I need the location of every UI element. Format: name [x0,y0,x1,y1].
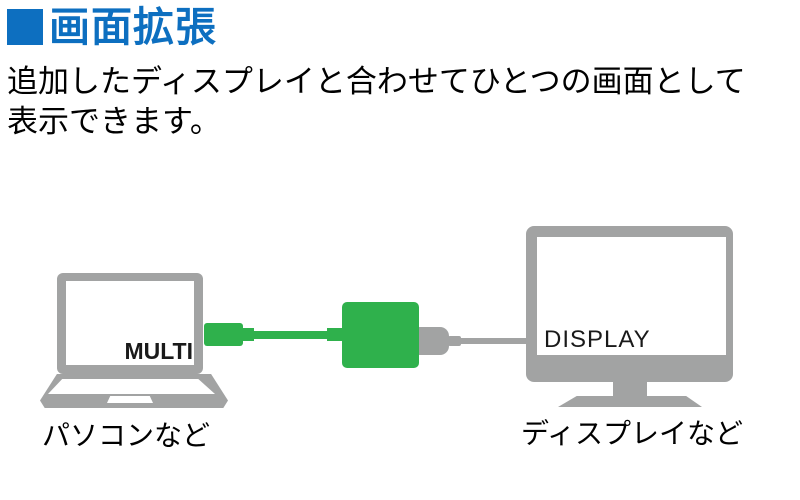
section-title: 画面拡張 [49,4,217,50]
square-bullet-icon [7,9,43,45]
description-text: 追加したディスプレイと合わせてひとつの画面として 表示できます。 [7,62,746,142]
green-plug-neck [241,328,254,341]
adapter-box-icon [342,302,419,368]
laptop-caption: パソコンなど [42,420,211,451]
green-plug-icon [204,323,243,346]
monitor-stand-base [558,396,702,407]
monitor-screen-label: DISPLAY [544,326,651,353]
description-line-2: 表示できます。 [7,104,221,139]
adapter-cable-neck [327,328,344,341]
laptop-screen-label: MULTI [124,338,193,364]
monitor-frame: DISPLAY [526,226,733,382]
section-header: 画面拡張 [7,5,217,49]
monitor-stand-neck [613,380,647,397]
laptop-screen-frame: MULTI [57,273,203,374]
gray-cable [460,338,527,344]
monitor-screen: DISPLAY [537,237,726,355]
green-cable [252,331,330,339]
laptop-screen: MULTI [66,281,194,365]
monitor-caption: ディスプレイなど [521,418,744,449]
gray-plug-nub [448,336,461,346]
description-line-1: 追加したディスプレイと合わせてひとつの画面として [7,64,746,99]
laptop-touchpad [107,396,153,403]
gray-plug-icon [419,327,449,355]
laptop-keyboard-area [48,379,215,394]
